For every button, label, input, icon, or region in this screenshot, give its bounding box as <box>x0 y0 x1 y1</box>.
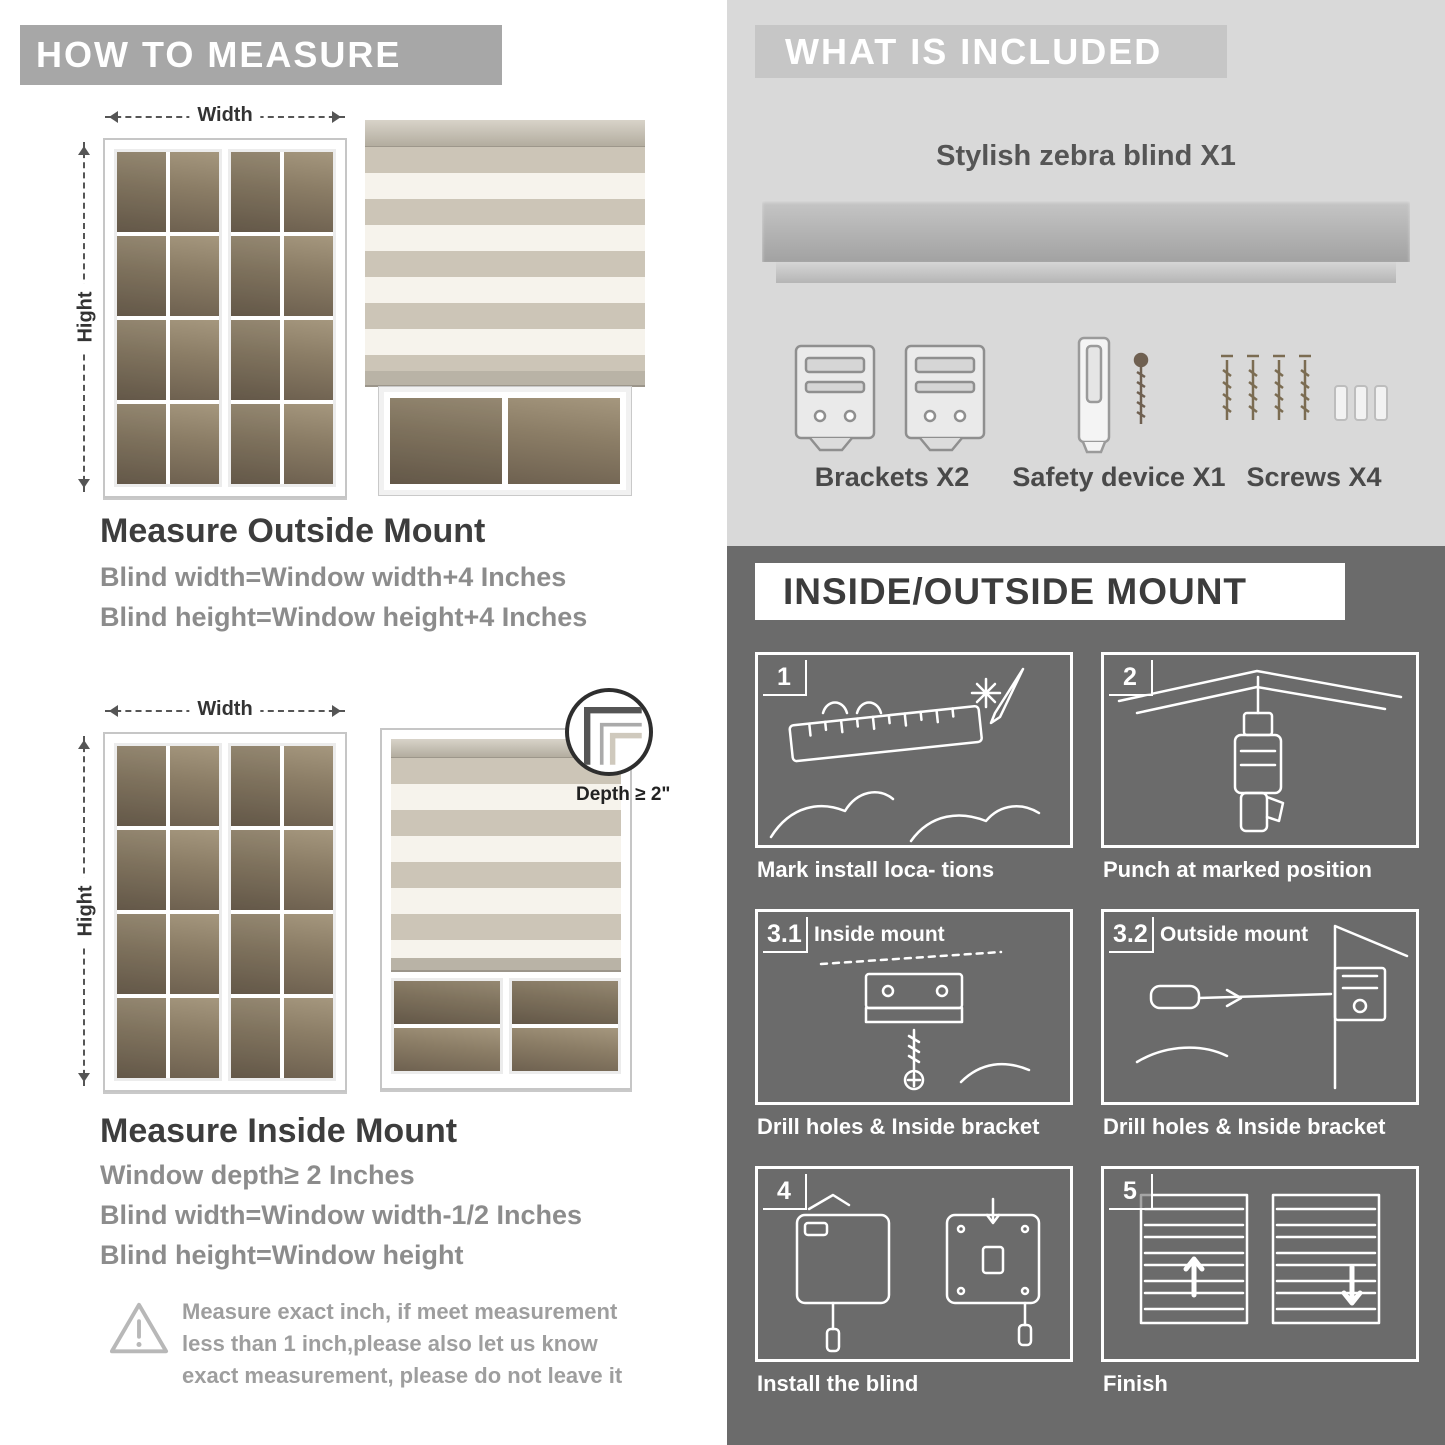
safety-device-label: Safety device X1 <box>1012 462 1226 492</box>
window-sash <box>114 743 222 1081</box>
window-sash <box>228 743 336 1081</box>
width-label: Width <box>189 104 261 127</box>
blind-headrail <box>365 120 645 147</box>
step-3-2-panel: 3.2 Outside mount <box>1101 909 1419 1105</box>
inside-mount-blind-illustration <box>380 728 632 1090</box>
step-5-number: 5 <box>1109 1174 1153 1210</box>
step-1-panel: 1 <box>755 652 1073 848</box>
inside-mount-window-figure: Width Hight <box>72 698 347 1094</box>
inside-rule-3: Blind height=Window height <box>100 1240 464 1270</box>
product-name: Stylish zebra blind X1 <box>936 140 1236 172</box>
outside-mount-heading: Measure Outside Mount <box>100 512 486 550</box>
step-3-1-panel: 3.1 Inside mount <box>755 909 1073 1105</box>
how-to-measure-banner: HOW TO MEASURE <box>20 25 502 85</box>
step-2: 2 Punch at mar <box>1101 652 1419 901</box>
how-to-measure-section: HOW TO MEASURE Width Hight <box>20 25 671 1388</box>
step-2-caption: Punch at marked position <box>1103 857 1372 882</box>
inside-bracket-illustration <box>819 950 1031 1091</box>
inside-rule-1: Window depth≥ 2 Inches <box>100 1160 415 1190</box>
warning-icon <box>108 1298 170 1358</box>
height-arrow: Hight <box>72 736 100 1086</box>
inside-rule-2: Blind width=Window width-1/2 Inches <box>100 1200 583 1230</box>
blind-headrail <box>391 739 621 758</box>
mark-location-illustration <box>769 667 1041 843</box>
mount-instructions-section: INSIDE/OUTSIDE MOUNT 1 <box>727 546 1445 1445</box>
step-2-panel: 2 <box>1101 652 1419 848</box>
zebra-stripes <box>391 758 621 958</box>
outside-bracket-illustration <box>1135 924 1409 1090</box>
what-is-included-section: WHAT IS INCLUDED Stylish zebra blind X1 <box>727 0 1445 546</box>
drill-illustration <box>1117 669 1403 833</box>
step-4-panel: 4 <box>755 1166 1073 1362</box>
step-2-number: 2 <box>1109 660 1153 696</box>
step-1-number: 1 <box>763 660 807 696</box>
finish-blinds-illustration <box>1139 1193 1381 1325</box>
width-arrow: Width <box>105 104 345 127</box>
step-5-panel: 5 <box>1101 1166 1419 1362</box>
width-arrow: Width <box>105 698 345 721</box>
step-4: 4 <box>755 1166 1073 1415</box>
height-label: Hight <box>72 283 100 351</box>
blind-bottom-rail <box>365 371 645 387</box>
height-arrow: Hight <box>72 142 100 492</box>
window-sash <box>114 149 222 487</box>
step-3-1-caption: Drill holes & Inside bracket <box>757 1114 1040 1139</box>
step-1: 1 <box>755 652 1073 901</box>
step-3-2-number: 3.2 <box>1109 917 1154 953</box>
window-below-blind <box>391 972 621 1074</box>
inside-mount-heading: Measure Inside Mount <box>100 1112 458 1150</box>
step-4-caption: Install the blind <box>757 1371 919 1396</box>
step-3-1-number: 3.1 <box>763 917 808 953</box>
height-label: Hight <box>72 877 100 945</box>
step-3-1-title: Inside mount <box>814 923 945 946</box>
depth-detail-magnifier <box>565 688 653 776</box>
step-5: 5 Finish <box>1101 1166 1419 1415</box>
blind-headrail-illustration <box>762 200 1410 262</box>
outside-mount-window-figure: Width Hight <box>72 104 347 500</box>
brackets-icon <box>782 338 1002 456</box>
step-3-2-title: Outside mount <box>1160 923 1309 946</box>
step-5-caption: Finish <box>1103 1371 1168 1396</box>
blind-headrail-lip <box>776 262 1396 283</box>
window-illustration <box>103 138 347 498</box>
outside-mount-blind-illustration <box>365 120 645 498</box>
window-illustration <box>103 732 347 1092</box>
step-4-number: 4 <box>763 1174 807 1210</box>
step-3-2-caption: Drill holes & Inside bracket <box>1103 1114 1386 1139</box>
mount-banner: INSIDE/OUTSIDE MOUNT <box>755 563 1345 620</box>
width-label: Width <box>189 698 261 721</box>
install-blind-illustration <box>795 1193 1041 1353</box>
step-3-2: 3.2 Outside mount <box>1101 909 1419 1158</box>
window-sash <box>228 149 336 487</box>
outside-rule-2: Blind height=Window height+4 Inches <box>100 602 588 632</box>
step-3-1: 3.1 Inside mount <box>755 909 1073 1158</box>
blind-bottom-rail <box>391 958 621 972</box>
outside-rule-1: Blind width=Window width+4 Inches <box>100 562 567 592</box>
what-is-included-banner: WHAT IS INCLUDED <box>755 25 1227 78</box>
zebra-stripes <box>365 147 645 371</box>
brackets-label: Brackets X2 <box>814 462 970 492</box>
safety-device-icon <box>1057 332 1177 458</box>
screws-label: Screws X4 <box>1246 462 1382 492</box>
depth-label: Depth ≥ 2" <box>576 784 671 805</box>
mount-steps-grid: 1 <box>755 652 1419 1423</box>
window-below-blind <box>378 386 632 496</box>
screws-icon <box>1215 342 1405 454</box>
measurement-note: Measure exact inch, if meet measurement … <box>182 1299 623 1388</box>
step-1-caption: Mark install loca- tions <box>757 857 995 882</box>
